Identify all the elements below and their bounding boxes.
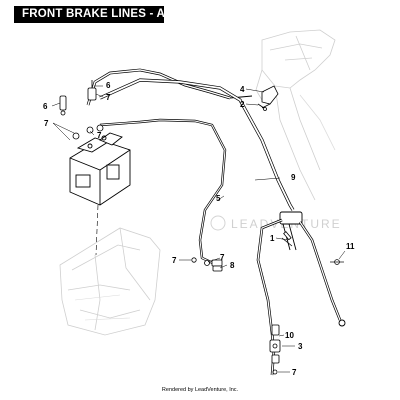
title-bar bbox=[14, 6, 164, 23]
lower-housing-inner bbox=[74, 294, 131, 321]
right-fork-line bbox=[298, 221, 346, 327]
upper-brake-line bbox=[86, 68, 253, 106]
callout-7-bottom: 7 bbox=[292, 368, 297, 377]
footer-credit: Rendered by LeadVenture, Inc. bbox=[161, 387, 239, 393]
callout-7-lower-left: 7 bbox=[172, 256, 177, 265]
leader-lines bbox=[51, 85, 346, 373]
main-brake-line-9 bbox=[99, 78, 295, 211]
junction-block bbox=[279, 211, 303, 251]
callout-3: 3 bbox=[298, 342, 303, 351]
callout-9: 9 bbox=[291, 173, 296, 182]
banjo-3 bbox=[269, 324, 281, 364]
watermark-logo-icon bbox=[210, 215, 226, 231]
callout-6-upper: 6 bbox=[106, 81, 111, 90]
clip-11 bbox=[330, 259, 344, 265]
lower-line-fittings bbox=[191, 257, 223, 267]
callout-8: 8 bbox=[230, 261, 235, 270]
frame-headstock bbox=[255, 29, 336, 201]
abs-mount-dashed bbox=[95, 204, 99, 256]
callout-11: 11 bbox=[346, 242, 355, 251]
callout-6-left: 6 bbox=[43, 102, 48, 111]
brake-line-5 bbox=[99, 118, 227, 266]
washer-7-lower bbox=[272, 369, 278, 375]
diagram-title: FRONT BRAKE LINES - ABS bbox=[22, 8, 182, 20]
left-fork-line bbox=[256, 218, 283, 376]
lower-housing bbox=[59, 227, 161, 336]
abs-module bbox=[69, 132, 131, 206]
callout-7-mid: 7 bbox=[97, 131, 102, 140]
callout-10: 10 bbox=[285, 331, 294, 340]
callout-2: 2 bbox=[240, 100, 245, 109]
frame-tube-right bbox=[299, 94, 336, 151]
callouts: 6 7 6 7 7 4 2 9 5 1 11 7 7 8 10 3 7 bbox=[43, 81, 355, 377]
callout-7-upper: 7 bbox=[106, 93, 111, 102]
callout-7-left: 7 bbox=[44, 119, 49, 128]
fitting-6-left bbox=[59, 95, 67, 116]
bolt-8 bbox=[212, 265, 223, 272]
callout-1: 1 bbox=[270, 234, 275, 243]
callout-5: 5 bbox=[216, 194, 221, 203]
callout-7-lower-mid: 7 bbox=[220, 253, 225, 262]
callout-4: 4 bbox=[240, 85, 245, 94]
screw-2 bbox=[257, 103, 267, 111]
switch-4 bbox=[261, 85, 279, 109]
banjo-fittings-abs bbox=[72, 124, 104, 140]
